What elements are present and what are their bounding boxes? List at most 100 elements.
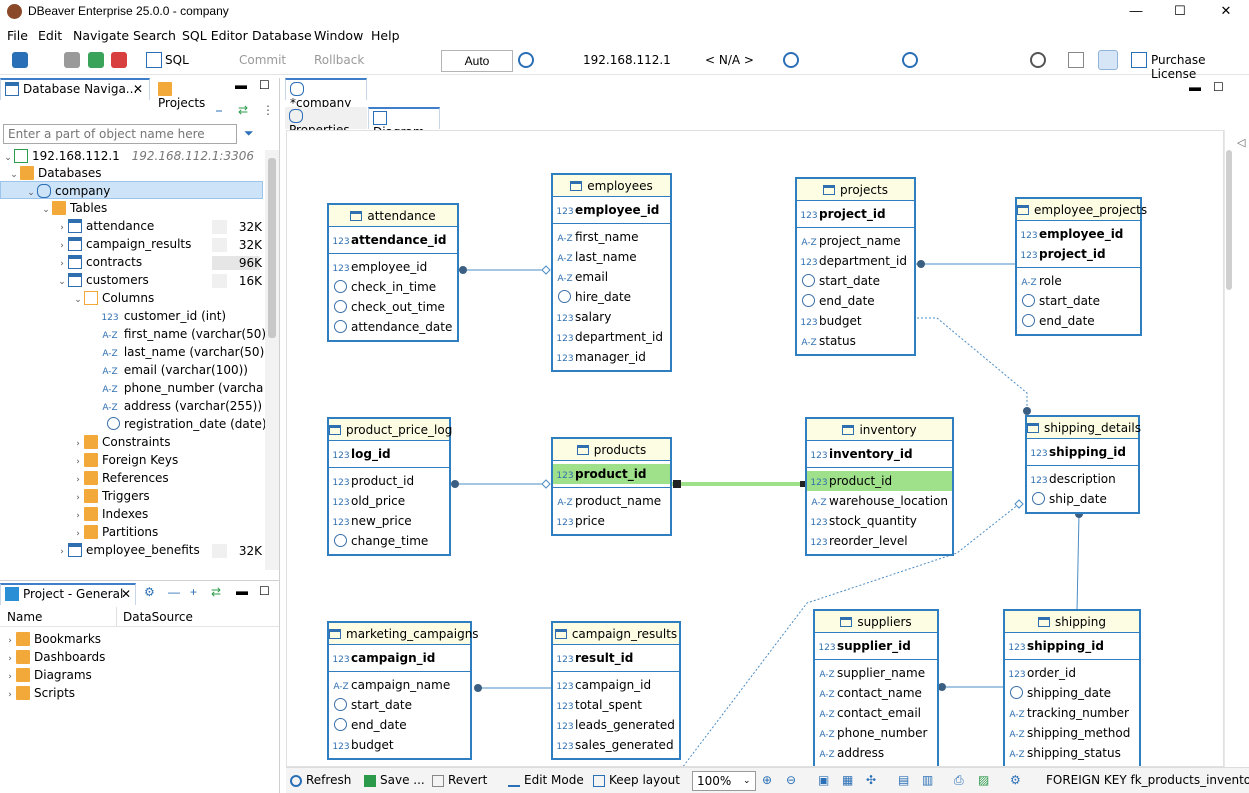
entity-column-row[interactable]: 123budget xyxy=(797,311,914,331)
tree-column[interactable]: A-Z email (varchar(100)) xyxy=(100,361,248,379)
settings-icon[interactable]: ⚙ xyxy=(144,585,155,599)
entity-header[interactable]: attendance xyxy=(329,205,457,227)
minimize-button[interactable]: — xyxy=(1129,3,1143,18)
sql-button[interactable]: SQL xyxy=(165,53,189,67)
navigator-filter-input[interactable] xyxy=(3,124,237,144)
tree-references[interactable]: ›References xyxy=(72,469,169,487)
tree-triggers[interactable]: ›Triggers xyxy=(72,487,150,505)
entity-pk-row[interactable]: 123employee_id xyxy=(1017,224,1140,244)
sql-editor-icon[interactable] xyxy=(146,52,162,68)
tab-projects[interactable]: Projects xyxy=(154,80,224,110)
refresh-button[interactable]: Refresh xyxy=(290,773,351,787)
entity-pk-row[interactable]: 123supplier_id xyxy=(815,636,937,656)
view-menu-icon[interactable]: ⋮ xyxy=(262,103,274,117)
entity-column-row[interactable]: check_in_time xyxy=(329,277,457,297)
entity-column-row[interactable]: 123order_id xyxy=(1005,663,1139,683)
entity-column-row[interactable]: 123employee_id xyxy=(329,257,457,277)
close-tab-icon[interactable]: ✕ xyxy=(120,587,131,601)
entity-column-row[interactable]: check_out_time xyxy=(329,297,457,317)
collapse-arrow-icon[interactable]: ⌄ xyxy=(4,153,12,163)
project-item-bookmarks[interactable]: ›Bookmarks xyxy=(4,630,101,648)
column-datasource-header[interactable]: DataSource xyxy=(123,610,193,624)
entity-pk-row[interactable]: 123shipping_id xyxy=(1027,442,1138,462)
scrollbar-thumb[interactable] xyxy=(268,158,276,338)
dbeaver-perspective-icon[interactable] xyxy=(1098,50,1118,70)
expand-arrow-icon[interactable]: › xyxy=(60,259,64,269)
menu-database[interactable]: Database xyxy=(252,28,312,43)
tree-tables[interactable]: ⌄Tables xyxy=(40,199,107,217)
tree-column[interactable]: A-Z last_name (varchar(50)) xyxy=(100,343,269,361)
entity-header[interactable]: employees xyxy=(553,175,670,197)
tree-partitions[interactable]: ›Partitions xyxy=(72,523,158,541)
export-image-icon[interactable]: ▨ xyxy=(978,773,990,787)
entity-shipping[interactable]: shipping 123shipping_id 123order_id ship… xyxy=(1003,609,1141,766)
entity-column-row[interactable]: start_date xyxy=(329,695,470,715)
entity-pk-row[interactable]: 123shipping_id xyxy=(1005,636,1139,656)
keep-layout-button[interactable]: Keep layout xyxy=(593,773,680,787)
tree-table-employee-benefits[interactable]: ›employee_benefits xyxy=(56,541,200,559)
project-item-diagrams[interactable]: ›Diagrams xyxy=(4,666,92,684)
entity-attendance[interactable]: attendance 123attendance_id 123employee_… xyxy=(327,203,459,342)
entity-header[interactable]: products xyxy=(553,439,670,461)
entity-column-row[interactable]: 123product_id xyxy=(329,471,449,491)
entity-shipping-details[interactable]: shipping_details 123shipping_id 123descr… xyxy=(1025,415,1141,514)
maximize-editor-icon[interactable]: ☐ xyxy=(1213,80,1224,94)
menu-edit[interactable]: Edit xyxy=(38,28,63,43)
perspective-icon[interactable] xyxy=(1068,52,1084,68)
expand-arrow-icon[interactable]: › xyxy=(8,690,12,700)
entity-column-row[interactable]: end_date xyxy=(797,291,914,311)
tree-constraints[interactable]: ›Constraints xyxy=(72,433,170,451)
entity-header[interactable]: projects xyxy=(797,179,914,201)
reconnect-icon[interactable] xyxy=(88,52,104,68)
close-tab-icon[interactable]: ✕ xyxy=(132,82,143,96)
global-search-icon[interactable] xyxy=(1030,52,1046,68)
entity-column-row[interactable]: 123manager_id xyxy=(553,347,670,367)
link-editor-icon[interactable]: ⇄ xyxy=(238,103,249,117)
entity-column-row[interactable]: start_date xyxy=(797,271,914,291)
menu-search[interactable]: Search xyxy=(133,28,176,43)
menu-help[interactable]: Help xyxy=(371,28,400,43)
search-icon[interactable] xyxy=(902,52,918,68)
tree-indexes[interactable]: ›Indexes xyxy=(72,505,148,523)
collapse-icon[interactable]: — xyxy=(168,585,180,599)
tree-column[interactable]: A-Z address (varchar(255)) xyxy=(100,397,262,415)
tab-company-editor[interactable]: *company xyxy=(285,78,367,110)
purchase-license-button[interactable]: Purchase License xyxy=(1151,53,1206,81)
print-icon[interactable]: ⎙ xyxy=(954,773,964,787)
entity-column-row-selected[interactable]: 123product_id xyxy=(807,471,952,491)
entity-column-row[interactable]: 123leads_generated xyxy=(553,715,679,735)
outline-icon[interactable]: ✣ xyxy=(866,773,877,787)
entity-pk-row[interactable]: 123attendance_id xyxy=(329,230,457,250)
expand-arrow-icon[interactable]: › xyxy=(60,547,64,557)
entity-pk-row-selected[interactable]: 123product_id xyxy=(553,464,670,484)
entity-column-row[interactable]: 123reorder_level xyxy=(807,531,952,551)
zoom-in-icon[interactable]: ⊕ xyxy=(762,773,773,787)
purchase-icon[interactable] xyxy=(1131,52,1147,68)
entity-column-row[interactable]: end_date xyxy=(329,715,470,735)
minimize-panel-icon[interactable]: ▬ xyxy=(235,78,247,92)
expand-arrow-icon[interactable]: › xyxy=(8,672,12,682)
notation-icon[interactable]: ▤ xyxy=(898,773,910,787)
expand-arrow-icon[interactable]: › xyxy=(76,475,80,485)
expand-arrow-icon[interactable]: › xyxy=(8,654,12,664)
tree-table-attendance[interactable]: ›attendance xyxy=(56,217,154,235)
zoom-select[interactable]: 100% ⌄ xyxy=(692,771,756,791)
entity-column-row[interactable]: 123salary xyxy=(553,307,670,327)
maximize-panel-icon[interactable]: ☐ xyxy=(259,78,270,92)
entity-column-row[interactable]: 123new_price xyxy=(329,511,449,531)
expand-arrow-icon[interactable]: › xyxy=(76,439,80,449)
entity-campaign-results[interactable]: campaign_results 123result_id 123campaig… xyxy=(551,621,681,760)
link-icon[interactable]: ⇄ xyxy=(211,585,222,599)
tree-table-customers[interactable]: ⌄customers xyxy=(56,271,149,289)
menu-sql-editor[interactable]: SQL Editor xyxy=(182,28,248,43)
minimize-panel-icon[interactable]: ▬ xyxy=(236,584,248,598)
entity-header[interactable]: suppliers xyxy=(815,611,937,633)
connect-icon[interactable] xyxy=(64,52,80,68)
arrange-icon[interactable]: ▣ xyxy=(818,773,830,787)
